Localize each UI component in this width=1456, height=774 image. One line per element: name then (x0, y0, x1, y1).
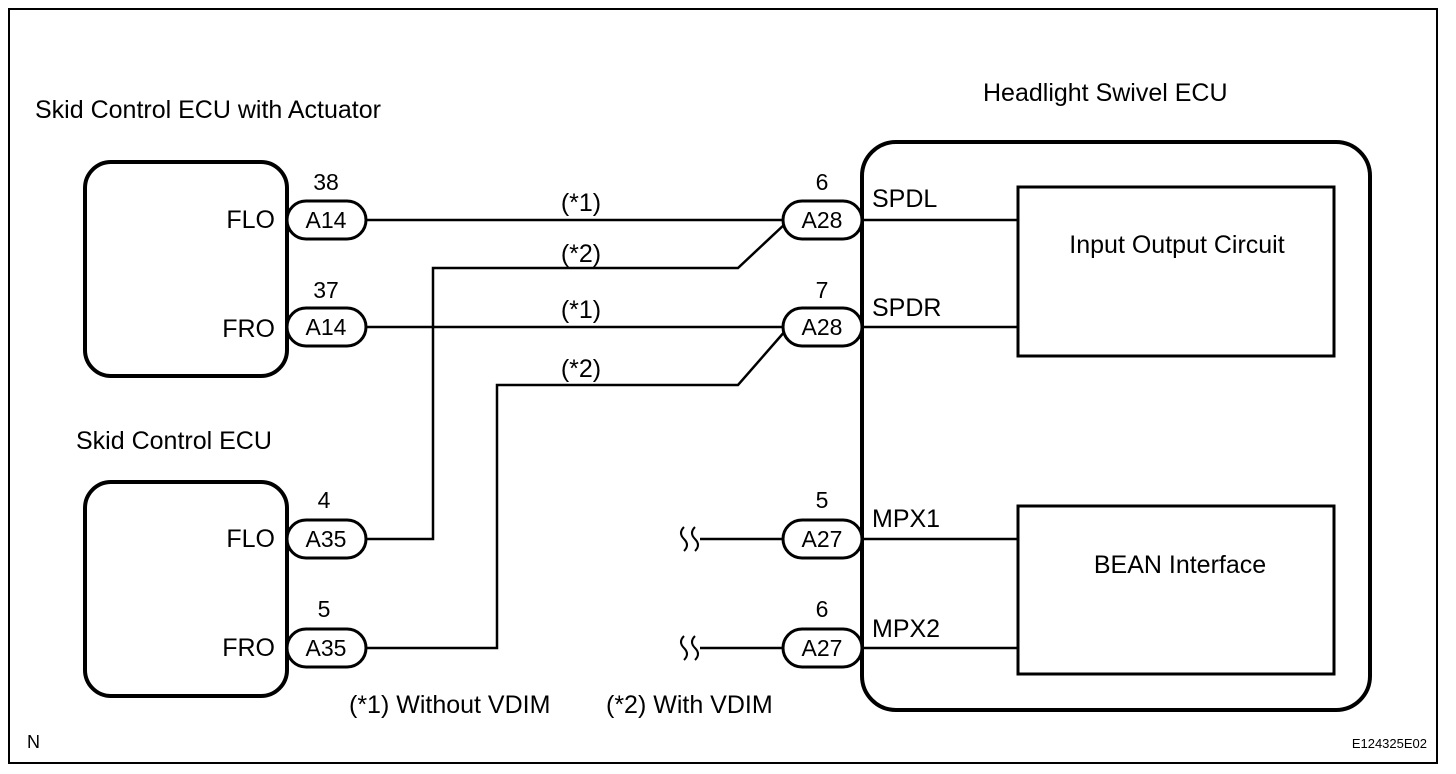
figure-code: E124325E02 (1352, 736, 1427, 751)
wire-note-2-fro: (*2) (561, 355, 601, 383)
skid-fro-label: FRO (222, 634, 275, 662)
connector-pill (285, 518, 368, 560)
wire-note-1-flo: (*1) (561, 189, 601, 217)
wire-fro-with-vdim (366, 329, 787, 650)
input-output-circuit-label: Input Output Circuit (1069, 231, 1284, 259)
connector-id: A35 (306, 635, 347, 661)
connector-id: A14 (306, 314, 347, 340)
connector-pill (781, 518, 864, 560)
swivel-ecu-box (860, 140, 1372, 712)
skid-ecu-box (83, 480, 289, 698)
connector-pill (781, 199, 864, 241)
connector-id: A27 (802, 635, 843, 661)
spdr-label: SPDR (872, 294, 941, 322)
input-output-circuit-block (1016, 185, 1336, 358)
skid-actuator-ecu-box (83, 160, 289, 378)
connector-id: A28 (802, 314, 843, 340)
bean-interface-label: BEAN Interface (1094, 551, 1266, 579)
pin-number: 37 (313, 277, 339, 303)
pin-number: 5 (318, 596, 331, 622)
connector-id: A28 (802, 207, 843, 233)
skid-actuator-flo-label: FLO (226, 206, 275, 234)
wire-note-1-fro: (*1) (561, 296, 601, 324)
pin-number: 7 (816, 277, 829, 303)
pin-number: 6 (816, 169, 829, 195)
mpx1-label: MPX1 (872, 505, 940, 533)
connector-pill (285, 627, 368, 669)
skid-actuator-ecu-title: Skid Control ECU with Actuator (35, 96, 381, 124)
connector-id: A27 (802, 526, 843, 552)
corner-mark-left: N (27, 732, 40, 752)
pin-number: 38 (313, 169, 339, 195)
bean-interface-block (1016, 504, 1336, 676)
connector-pill (781, 627, 864, 669)
legend-with-vdim: (*2) With VDIM (606, 691, 773, 719)
connector-pill (781, 306, 864, 348)
connector-pill (285, 306, 368, 348)
connector-pill (285, 199, 368, 241)
pin-number: 6 (816, 596, 829, 622)
pin-number: 4 (318, 487, 331, 513)
skid-ecu-title: Skid Control ECU (76, 427, 272, 455)
mpx2-label: MPX2 (872, 615, 940, 643)
pin-number: 5 (816, 487, 829, 513)
wire-break-mark-mpx2 (680, 635, 699, 661)
connector-id: A35 (306, 526, 347, 552)
diagram-border (8, 8, 1438, 764)
wire-break-mark-mpx1 (680, 526, 699, 552)
legend-without-vdim: (*1) Without VDIM (349, 691, 550, 719)
spdl-label: SPDL (872, 185, 937, 213)
skid-actuator-fro-label: FRO (222, 315, 275, 343)
wire-note-2-flo: (*2) (561, 240, 601, 268)
wire-flo-with-vdim (366, 222, 787, 541)
swivel-ecu-title: Headlight Swivel ECU (983, 79, 1228, 107)
skid-flo-label: FLO (226, 525, 275, 553)
connector-id: A14 (306, 207, 347, 233)
